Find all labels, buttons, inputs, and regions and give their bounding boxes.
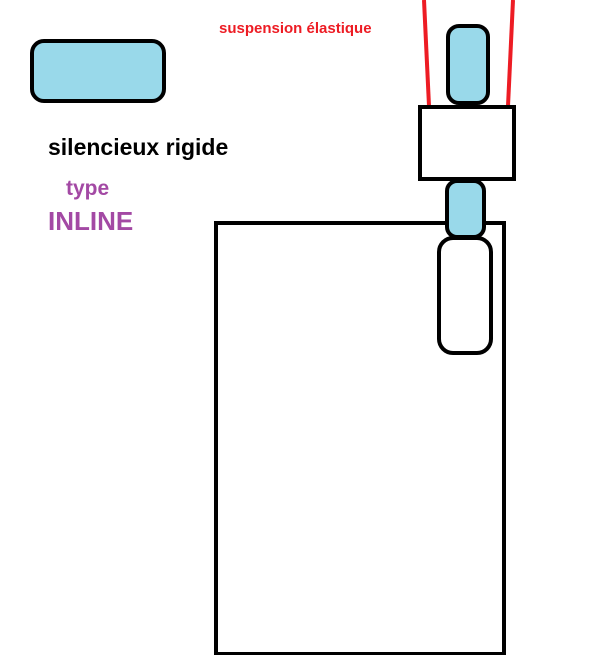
silencer-label: silencieux rigide — [48, 134, 229, 160]
suspension-line-right — [506, 0, 515, 107]
blue-rubber-element-lower — [445, 179, 486, 239]
suspension-line-left — [422, 0, 431, 107]
connector-block — [418, 105, 516, 181]
blue-rubber-element-left — [30, 39, 166, 103]
inline-label: INLINE — [48, 206, 134, 236]
type-label: type — [66, 177, 110, 200]
suspension-label: suspension élastique — [219, 20, 372, 37]
blue-rubber-element-top — [446, 24, 490, 105]
white-elongated-element — [437, 236, 493, 355]
